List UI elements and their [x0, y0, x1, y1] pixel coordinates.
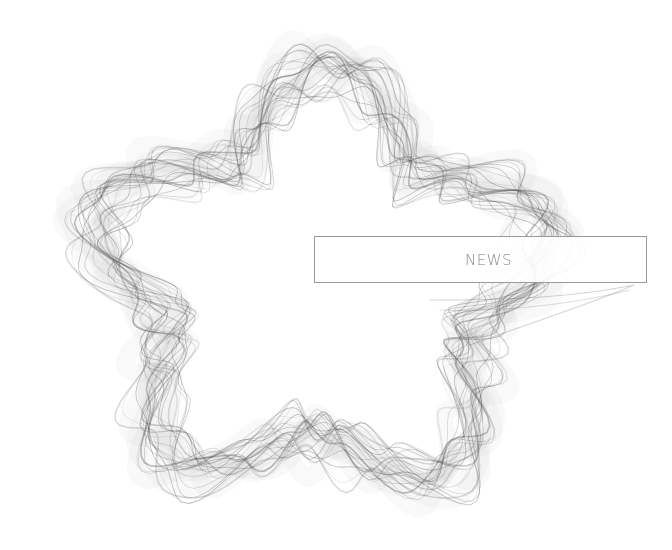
ribbon-strand — [77, 43, 568, 491]
ribbon-strand — [100, 65, 552, 473]
news-label: NEWS — [464, 250, 513, 269]
ribbon-strand — [82, 61, 587, 502]
ribbon-strand — [106, 61, 562, 479]
ribbon-strand — [100, 71, 548, 474]
ribbon-tail — [429, 284, 635, 346]
ribbon-haze — [55, 30, 585, 510]
ribbon-strand — [80, 49, 581, 495]
ribbon-strand — [64, 43, 575, 499]
ribbon-haze — [52, 37, 564, 518]
news-button[interactable]: NEWS — [314, 236, 647, 283]
ribbon-strand — [97, 91, 537, 485]
ribbon-haze — [71, 33, 569, 494]
ribbon-haze — [80, 56, 564, 493]
ribbon-strand — [73, 50, 550, 494]
ribbon-strand — [102, 62, 549, 465]
ribbon-strand — [95, 55, 555, 481]
ribbon-strand — [65, 54, 540, 499]
ribbon-strand — [79, 43, 573, 489]
ribbon-strand — [106, 67, 559, 478]
ribbon-haze — [91, 53, 581, 499]
ribbon-tail-2 — [439, 289, 631, 311]
ribbon-ring-layers — [52, 30, 587, 518]
ribbon-strand — [64, 56, 546, 501]
ribbon-strand — [71, 48, 581, 504]
ribbon-strand — [93, 55, 558, 483]
ribbon-strand — [103, 83, 537, 476]
ribbon-strand — [78, 56, 587, 506]
ribbon-strand — [97, 86, 543, 482]
ribbon-strand — [87, 52, 556, 485]
ribbon-strand — [99, 86, 537, 482]
ribbon-strand — [99, 56, 560, 476]
ribbon-haze — [85, 60, 555, 486]
ribbon-strand — [70, 50, 559, 497]
ribbon-strand — [94, 57, 556, 483]
ribbon-strand — [99, 61, 547, 465]
